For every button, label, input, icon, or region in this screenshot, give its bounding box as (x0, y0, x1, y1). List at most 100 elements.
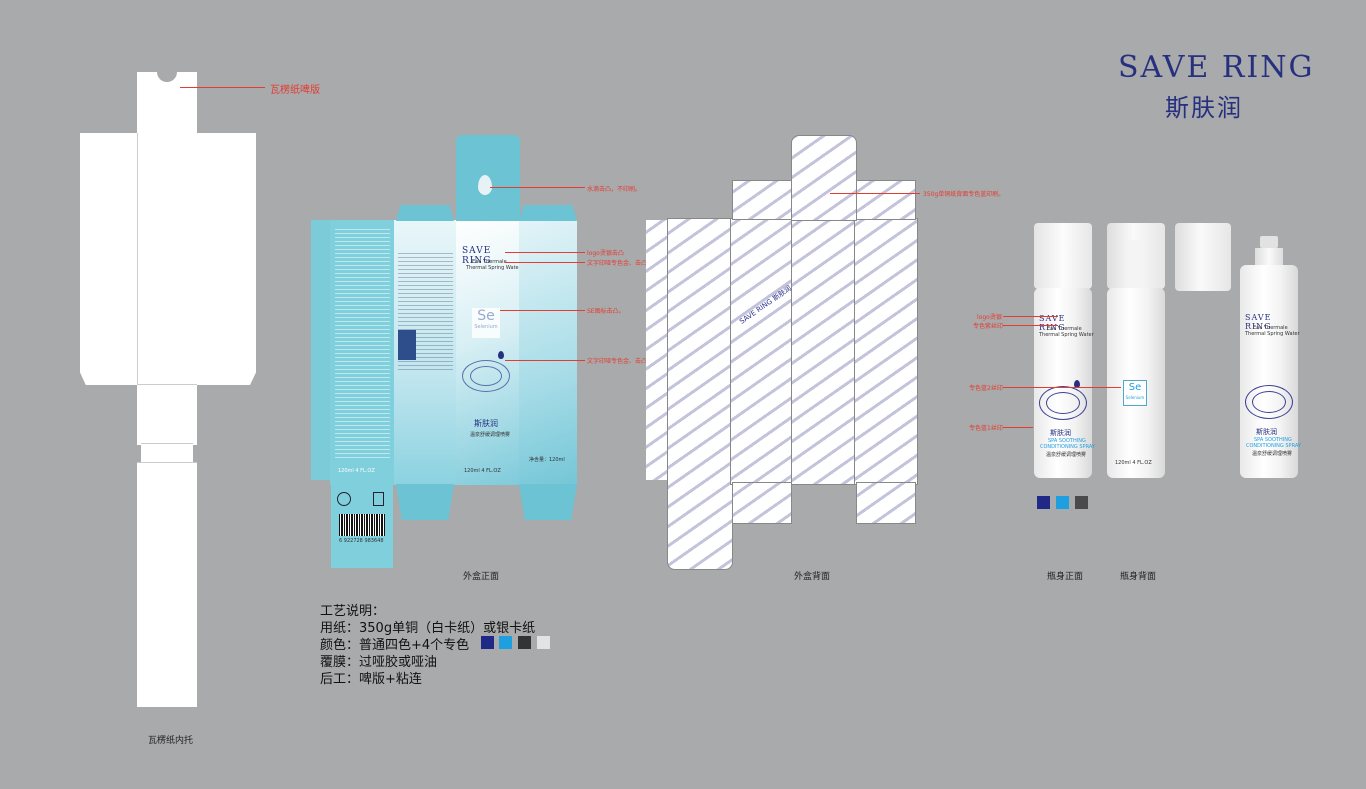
bottle-3-cap (1175, 223, 1231, 291)
barcode-number: 6 922728 983648 (339, 538, 384, 544)
back-bottom-flap-1 (732, 482, 792, 524)
bin-icon (373, 492, 384, 506)
bottle-annotation-line-4 (1003, 427, 1033, 428)
spec-line-color: 颜色：普通四色+4个专色 (320, 638, 470, 653)
insert-lower-3 (137, 462, 197, 707)
outer-back-caption: 外盒背面 (794, 572, 831, 582)
bottle-1-swirl-inner (1046, 392, 1080, 414)
outer-front-caption: 外盒正面 (463, 572, 500, 582)
back-left-panel (646, 220, 668, 480)
top-drop-icon (478, 175, 492, 195)
bottle-1-product-cn: 斯肤润 (1050, 429, 1071, 437)
front-left-tab (311, 220, 331, 480)
front-side-panel: 120ml 4 FL.OZ (330, 220, 395, 485)
bottle-1-drop-icon (1074, 380, 1080, 388)
bottle-1-body: SAVE RING Eau Thermale Thermal Spring Wa… (1034, 288, 1095, 478)
bottle-2-se-tile: Se Selenium (1123, 380, 1147, 406)
insert-caption: 瓦楞纸内托 (148, 736, 194, 746)
bottle-1-spa-cn: 温泉舒缓调理喷雾 (1046, 452, 1087, 458)
spec-swatch-3 (518, 636, 531, 649)
insert-annotation: 瓦楞纸啤版 (270, 85, 320, 96)
front-annotation-4: SE图标击凸。 (587, 308, 625, 315)
barcode (339, 514, 385, 536)
front-top-tuck-right (519, 205, 577, 221)
side-text-block (335, 228, 390, 458)
brand-logo-en: SAVE RING (1118, 50, 1315, 85)
bottle-1-swirl-icon (1039, 386, 1087, 420)
front-annotation-line-5 (505, 360, 585, 361)
front-annotation-2: logo烫银击凸 (587, 250, 624, 257)
bottle-2-body: Se Selenium 120ml 4 FL.OZ (1107, 288, 1165, 478)
front-map-image (398, 330, 416, 360)
bottle-4-spa2: CONDITIONING SPRAY (1246, 443, 1301, 449)
recycle-icon (337, 492, 351, 506)
bottle-annotation-line-3 (1003, 387, 1121, 388)
insert-lower-2 (141, 443, 193, 464)
front-annotation-line-3 (505, 262, 585, 263)
se-tile: Se Selenium (472, 308, 500, 338)
front-annotation-1: 水滴击凸，不印刷。 (587, 186, 642, 193)
bottle-4-spa1: SPA SOOTHING (1254, 437, 1292, 443)
front-annotation-5: 文字印哑专色金、击凸 (587, 358, 648, 365)
bottle-swatch-3 (1075, 496, 1088, 509)
se-symbol: Se (477, 308, 495, 324)
label-line1: Eau Thermale (472, 259, 507, 265)
bottle-4-brand: SAVE RING (1245, 313, 1272, 331)
back-panel-3 (791, 218, 857, 485)
insert-top-tab (137, 72, 197, 134)
back-panel-1 (667, 218, 733, 570)
front-annotation-line-2 (505, 252, 585, 253)
bottle-4-body: SAVE RING Eau Thermale Thermal Spring Wa… (1240, 265, 1301, 478)
bottle-2-se-symbol: Se (1128, 382, 1142, 393)
bottle-4-pump (1260, 236, 1278, 248)
insert-left-wing (80, 133, 138, 385)
insert-center (137, 133, 199, 385)
bottle-1-brand: SAVE RING (1039, 314, 1066, 332)
front-bottom-flap-right (519, 484, 577, 520)
front-bottom-panel: 6 922728 983648 (331, 484, 393, 568)
back-annotation-line (830, 193, 920, 194)
back-top-tuck-2 (856, 180, 916, 220)
front-top-tuck-left (396, 205, 454, 221)
bottle-4-swirl-icon (1245, 385, 1293, 419)
bottle-4-swirl-inner (1252, 391, 1286, 413)
bottle-1-line2: Thermal Spring Water (1039, 332, 1094, 338)
front-main-panel (394, 220, 457, 485)
back-top-flap (791, 135, 857, 221)
label-swirl-inner (470, 366, 502, 386)
spec-swatch-2 (499, 636, 512, 649)
bottle-4-line1: Eau Thermale (1253, 325, 1288, 331)
bottle-4-product-cn: 斯肤润 (1256, 428, 1277, 436)
front-annotation-line-4 (500, 310, 585, 311)
front-label-panel: SAVE RING Eau Thermale Thermal Spring Wa… (456, 220, 521, 485)
label-volume: 120ml 4 FL.OZ (464, 468, 501, 474)
bottle-back-caption: 瓶身背面 (1120, 572, 1157, 582)
back-bottom-flap-2 (856, 482, 916, 524)
back-annotation: 350g单铜纸背面专色蓝印刷。 (923, 191, 1005, 198)
label-swirl-icon (462, 360, 510, 392)
bottle-annotation-line-2 (1003, 325, 1058, 326)
back-panel-2 (730, 218, 794, 485)
spec-swatch-4 (537, 636, 550, 649)
front-annotation-3: 文字印哑专色金、击凸 (587, 260, 648, 267)
label-brand: SAVE RING (462, 246, 492, 266)
label-product-cn: 斯肤润 (474, 419, 498, 428)
drop-icon (498, 351, 504, 359)
label-net: 净含量：120ml (529, 457, 565, 463)
bottle-annotation-line-1 (1003, 316, 1058, 317)
label-product-sub: 温泉舒缓调理喷雾 (470, 432, 511, 438)
insert-right-wing (196, 133, 256, 385)
bottle-annotation-1: logo烫银 (977, 314, 1002, 321)
bottle-annotation-3: 专色蓝2丝印 (969, 385, 1003, 392)
back-panel-4 (854, 218, 918, 485)
bottle-4-spa-cn: 温泉舒缓调理喷雾 (1252, 451, 1293, 457)
front-bottom-flap-left (396, 484, 454, 520)
front-right-panel: 净含量：120ml (519, 220, 577, 485)
bottle-4-line2: Thermal Spring Water (1245, 331, 1300, 337)
spec-title: 工艺说明： (320, 604, 386, 619)
bottle-1-cap (1034, 223, 1092, 289)
bottle-2-volume: 120ml 4 FL.OZ (1115, 460, 1152, 466)
front-annotation-line-1 (490, 187, 585, 188)
se-name: Selenium (474, 324, 498, 330)
bottle-1-line1: Eau Thermale (1047, 326, 1082, 332)
